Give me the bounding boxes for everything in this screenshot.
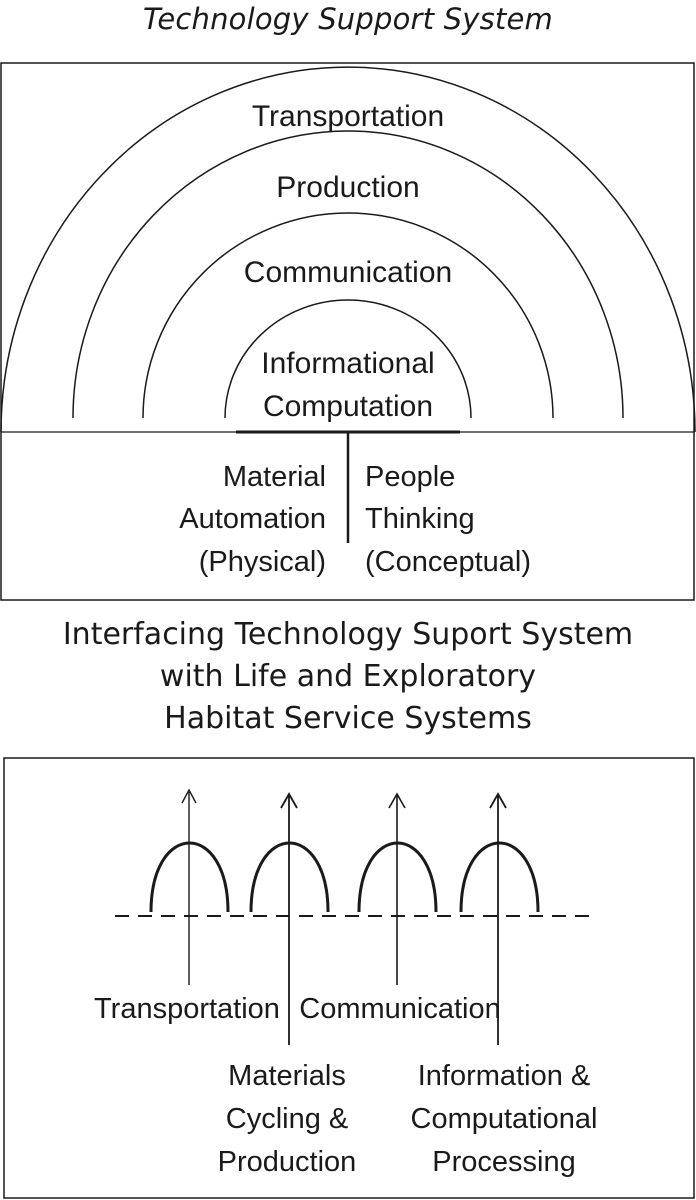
label-informational-1: Informational (261, 347, 434, 380)
label-material-1: Material (223, 461, 326, 493)
diagram-title: Technology Support System (142, 2, 553, 36)
bottom-label-materials-3: Production (218, 1146, 357, 1178)
bottom-label-info-1: Information & (418, 1060, 590, 1092)
bottom-label-materials-1: Materials (228, 1060, 346, 1092)
arc-transportation (0, 66, 696, 433)
arc-production (72, 130, 624, 419)
label-informational-2: Computation (263, 390, 433, 423)
interface-heading-line-3: Habitat Service Systems (164, 701, 532, 736)
arc-informational (224, 299, 472, 419)
label-production: Production (276, 171, 419, 204)
bottom-label-communication: Communication (299, 993, 500, 1025)
bottom-label-transportation: Transportation (94, 993, 280, 1025)
label-people-1: People (365, 461, 455, 493)
top-frame (0, 62, 695, 601)
bottom-label-materials-2: Cycling & (226, 1103, 349, 1135)
arrow-transportation-head (181, 788, 197, 804)
label-people-2: Thinking (365, 503, 475, 535)
arc-communication (142, 212, 554, 419)
interface-heading-line-1: Interfacing Technology Suport System (62, 617, 634, 652)
label-transportation: Transportation (252, 100, 444, 133)
bottom-label-info-3: Processing (432, 1146, 575, 1178)
interface-heading-line-2: with Life and Exploratory (159, 659, 537, 694)
dome-4 (459, 841, 540, 913)
label-material-2: Automation (179, 503, 326, 535)
label-communication: Communication (244, 256, 452, 289)
arrow-materials-head (280, 792, 298, 809)
bottom-label-info-2: Computational (411, 1103, 598, 1135)
interface-heading: Interfacing Technology Suport System wit… (0, 614, 696, 740)
label-material-3: (Physical) (199, 546, 326, 578)
bottom-frame (3, 757, 695, 1199)
label-people-3: (Conceptual) (365, 546, 531, 578)
arrow-communication-head (388, 792, 406, 809)
arrow-information-head (489, 792, 507, 809)
